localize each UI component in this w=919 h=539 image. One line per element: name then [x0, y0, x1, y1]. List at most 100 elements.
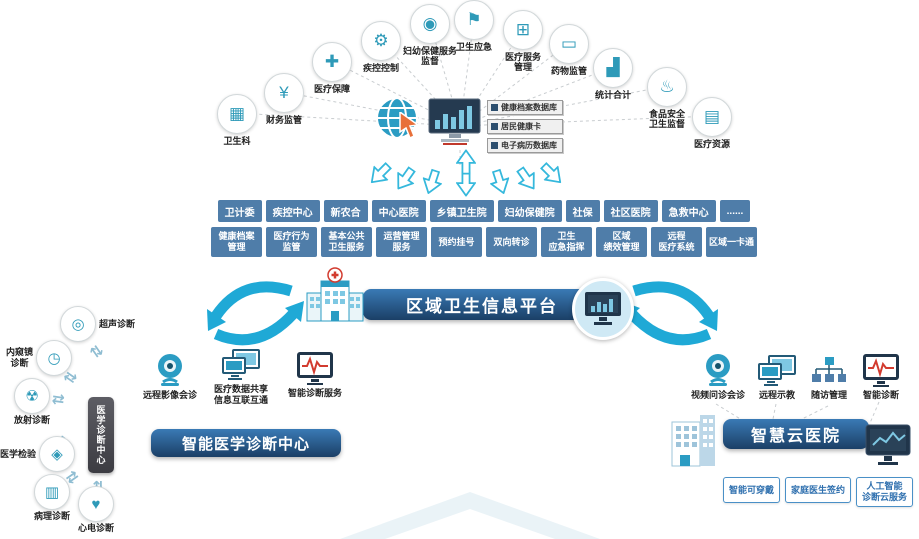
- radiation-icon: ☢: [25, 388, 39, 405]
- org-button: 急救中心: [661, 200, 716, 222]
- org-button: 疾控中心: [265, 200, 320, 222]
- wearable-button: 智能可穿戴: [723, 477, 781, 503]
- org-button: 卫计委: [217, 200, 262, 222]
- node-label: 疾控控制: [362, 63, 399, 73]
- node-label: 医疗服务 管理: [504, 52, 541, 73]
- db-box-resident-card: 居民健康卡: [487, 119, 563, 134]
- watermark-chevron-inner: [385, 509, 555, 539]
- heart-ecg-icon: ♥: [91, 495, 101, 513]
- node-drug-supervision: ▭ 药物监管: [537, 24, 601, 76]
- down-arrows: [364, 149, 568, 197]
- database-stack: 健康档案数据库 居民健康卡 电子病历数据库: [487, 100, 563, 153]
- node-label: 食品安全 卫生监督: [648, 109, 685, 130]
- database-icon: [491, 123, 498, 130]
- cycle-arrows-left: [207, 281, 304, 346]
- org-chart-icon: [812, 357, 846, 382]
- feature-remote-teaching: 远程示教: [748, 354, 806, 401]
- org-button: 社区医院: [603, 200, 658, 222]
- ecg-monitor-icon: [863, 354, 899, 387]
- node-disease-control: ⚙ 疾控控制: [349, 21, 413, 73]
- finance-icon: ¥: [279, 83, 289, 102]
- db-label: 居民健康卡: [501, 122, 541, 131]
- monitor-icon: [585, 292, 621, 325]
- cursor-icon: [399, 112, 420, 140]
- feature-label: 远程影像会诊: [142, 390, 197, 400]
- db-label: 健康档案数据库: [501, 103, 557, 112]
- org-button-row: 卫计委 疾控中心 新农合 中心医院 乡镇卫生院 妇幼保健院 社保 社区医院 急救…: [208, 200, 760, 222]
- node-medical-resources: ▤ 医疗资源: [680, 97, 744, 149]
- node-statistics: ▟ 统计合计: [581, 48, 645, 100]
- service-button: 区域一卡通: [706, 227, 757, 257]
- org-button: 妇幼保健院: [497, 200, 562, 222]
- cloud-monitor-icon: [865, 424, 911, 465]
- diagnosis-center-title: 智能医学诊断中心: [181, 435, 310, 453]
- device-label: 医学诊断中心: [95, 405, 106, 465]
- platform-title: 区域卫生信息平台: [406, 297, 558, 316]
- node-maternal-child-supervision: ◉ 妇幼保健服务 监督: [398, 4, 462, 67]
- feature-label: 远程示教: [758, 390, 795, 400]
- node-label: 统计合计: [594, 90, 631, 100]
- org-button: 新农合: [323, 200, 368, 222]
- health-section-icon: ▦: [228, 104, 246, 123]
- node-label: 卫生应急: [455, 42, 492, 52]
- sat-radiology: ☢ 放射诊断: [8, 378, 56, 426]
- service-button: 双向转诊: [486, 227, 537, 257]
- ambulance-icon: ⚑: [466, 10, 482, 29]
- sat-label: 医学检验: [0, 448, 37, 459]
- dual-monitors-icon: [222, 349, 260, 380]
- node-health-section: ▦ 卫生科: [205, 94, 269, 146]
- node-label: 药物监管: [550, 66, 587, 76]
- database-icon: [491, 104, 498, 111]
- globe-dot-icon: ◉: [422, 14, 438, 33]
- cycle-arrows-right: [621, 281, 718, 346]
- feature-smart-diagnosis: 智能诊断服务: [282, 350, 348, 399]
- cloud-hospital-title-banner: 智慧云医院: [723, 419, 869, 449]
- feature-label: 随访管理: [810, 390, 847, 400]
- feature-label: 视频问诊会诊: [690, 390, 745, 400]
- platform-monitor-badge: [572, 278, 634, 340]
- pathology-icon: ▥: [44, 484, 60, 501]
- sat-ultrasound: ◎ 超声诊断: [60, 306, 135, 342]
- webcam-icon: [158, 354, 182, 386]
- sat-label: 超声诊断: [99, 318, 136, 329]
- cloud-hospital-title: 智慧云医院: [750, 428, 841, 445]
- service-button: 运营管理 服务: [376, 227, 427, 257]
- node-finance-supervision: ¥ 财务监管: [252, 73, 316, 125]
- node-health-emergency: ⚑ 卫生应急: [442, 0, 506, 52]
- node-label: 财务监管: [265, 115, 302, 125]
- sat-label: 心电诊断: [77, 523, 114, 533]
- diagnosis-center-title-banner: 智能医学诊断中心: [151, 429, 341, 457]
- feature-data-sharing: 医疗数据共享 信息互联互通: [202, 348, 280, 406]
- feature-label: 智能诊断服务: [287, 388, 342, 398]
- ecg-monitor-icon: [297, 352, 333, 385]
- org-button: 社保: [565, 200, 600, 222]
- sat-endoscopy: 内窥镜 诊断 ◷: [6, 340, 73, 376]
- sat-label: 病理诊断: [33, 511, 70, 521]
- bar-chart-icon: ▟: [606, 58, 620, 77]
- dual-monitors-icon: [758, 355, 796, 386]
- first-aid-kit-icon: ⊞: [515, 20, 531, 39]
- hospital-building-icon: [306, 267, 364, 322]
- diagnosis-device: 医学诊断中心: [88, 397, 114, 473]
- node-label: 医疗保障: [313, 84, 350, 94]
- hub-monitor-icon: [428, 98, 481, 145]
- service-button: 区域 绩效管理: [596, 227, 647, 257]
- sat-lab-test: 医学检验 ◈: [0, 436, 76, 472]
- service-button: 基本公共 卫生服务: [321, 227, 372, 257]
- sat-ecg: ♥ 心电诊断: [72, 486, 120, 534]
- pill-icon: ▭: [560, 34, 578, 53]
- feature-remote-imaging: 远程影像会诊: [138, 352, 202, 401]
- food-glass-icon: ♨: [659, 77, 675, 96]
- service-button: 卫生 应急指挥: [541, 227, 592, 257]
- lab-test-icon: ◈: [51, 446, 63, 463]
- medical-cross-icon: ✚: [324, 52, 340, 71]
- sat-pathology: ▥ 病理诊断: [28, 474, 76, 522]
- node-label: 医疗资源: [693, 139, 730, 149]
- ai-cloud-service-button: 人工智能 诊断云服务: [856, 477, 914, 507]
- org-button-more: ......: [719, 200, 751, 222]
- gear-virus-icon: ⚙: [373, 31, 389, 50]
- feature-followup-mgmt: 随访管理: [802, 356, 856, 401]
- cloud-hospital-building-icon: [671, 415, 715, 467]
